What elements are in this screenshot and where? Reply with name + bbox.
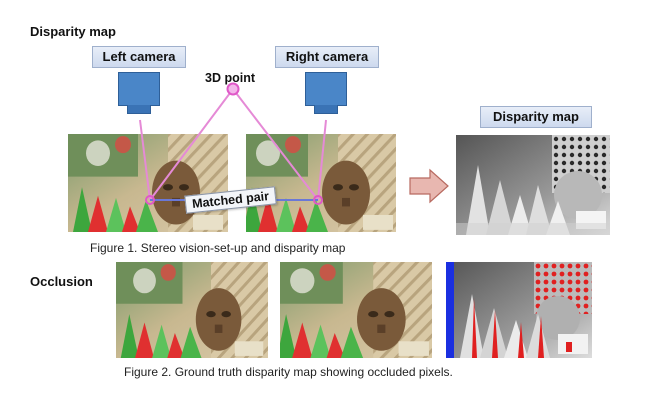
right-match-point — [313, 195, 323, 205]
right-camera-label: Right camera — [275, 46, 379, 68]
figure1-caption: Figure 1. Stereo vision-set-up and dispa… — [90, 241, 346, 255]
figure2-heading: Occlusion — [30, 274, 93, 289]
3d-point-marker — [226, 82, 240, 96]
3d-point-label: 3D point — [205, 71, 255, 85]
figure2-caption: Figure 2. Ground truth disparity map sho… — [124, 365, 453, 379]
ground-truth-disparity-image — [446, 262, 592, 358]
left-camera-label: Left camera — [92, 46, 186, 68]
occlusion-left-image — [116, 262, 268, 358]
arrow-icon — [409, 168, 449, 204]
left-match-point — [145, 195, 155, 205]
figure1-heading: Disparity map — [30, 24, 116, 39]
disparity-map-image — [456, 135, 610, 235]
occlusion-right-image — [280, 262, 432, 358]
disparity-map-label: Disparity map — [480, 106, 592, 128]
